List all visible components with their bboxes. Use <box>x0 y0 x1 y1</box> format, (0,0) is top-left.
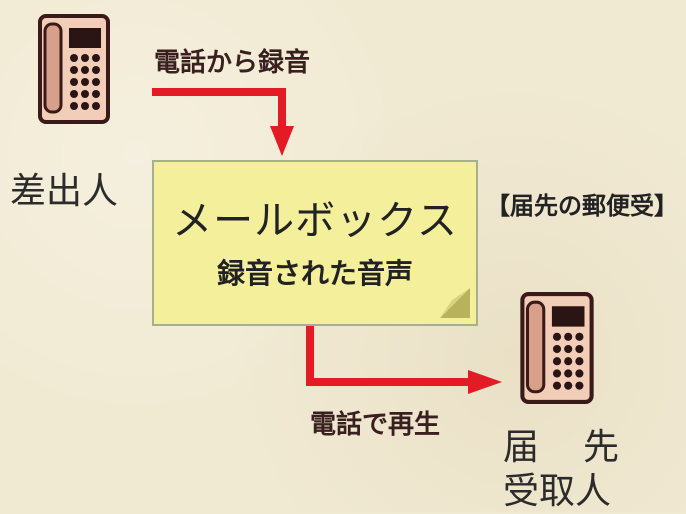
arrow-playback-path <box>306 324 474 386</box>
recipient-mailbox-tag: 【届先の郵便受】 <box>486 192 678 220</box>
mailbox-box: メールボックス 録音された音声 <box>152 160 478 326</box>
mailbox-title: メールボックス <box>172 198 458 244</box>
folded-corner-icon <box>440 288 470 318</box>
mailbox-subtitle: 録音された音声 <box>216 257 413 290</box>
record-from-phone-label: 電話から録音 <box>154 48 311 78</box>
arrow-playback-head <box>468 370 502 394</box>
arrow-record-path <box>152 88 286 132</box>
recipient-label-line1: 届 先 <box>503 427 624 468</box>
playback-by-phone-label: 電話で再生 <box>310 410 441 440</box>
recipient-label-line2: 受取人 <box>503 471 612 512</box>
sender-label: 差出人 <box>10 171 119 212</box>
sender-phone-icon <box>38 14 110 124</box>
arrow-record-head <box>270 126 294 156</box>
recipient-phone-icon <box>520 292 594 404</box>
